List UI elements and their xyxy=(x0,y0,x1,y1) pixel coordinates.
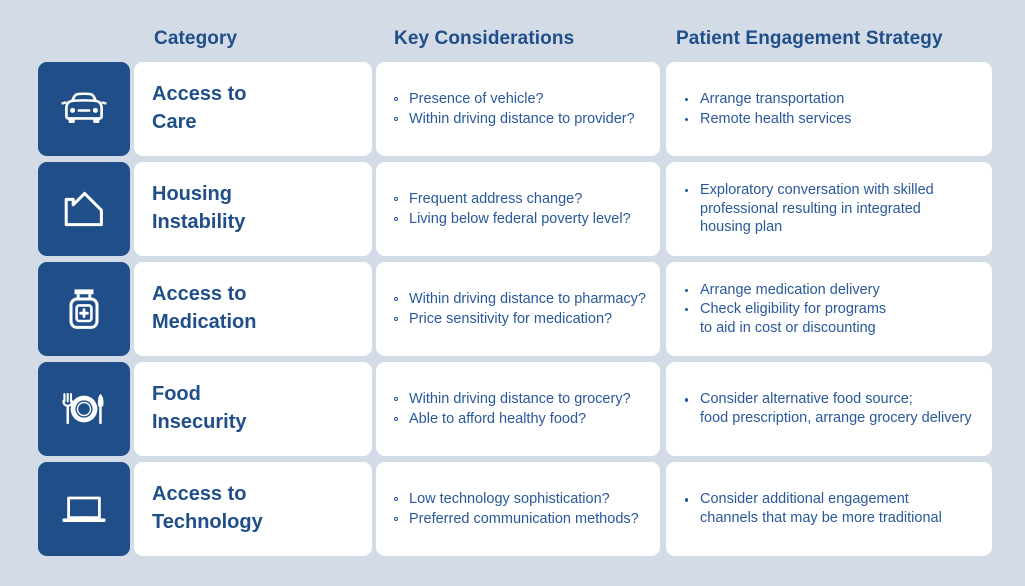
category-card-access-to-technology: Access to Technology xyxy=(134,462,372,556)
strategy-card-access-to-technology: Consider additional engagement channels … xyxy=(666,462,992,556)
considerations-card-access-to-care: Presence of vehicle? Within driving dist… xyxy=(376,62,660,156)
list-item: Low technology sophistication? xyxy=(392,490,648,509)
table-row: Access to Technology Low technology soph… xyxy=(38,462,992,556)
category-title: Access to Medication xyxy=(152,283,257,333)
list-item: Price sensitivity for medication? xyxy=(392,310,648,329)
considerations-card-access-to-technology: Low technology sophistication? Preferred… xyxy=(376,462,660,556)
list-item: Within driving distance to pharmacy? xyxy=(392,290,648,309)
category-card-food-insecurity: Food Insecurity xyxy=(134,362,372,456)
table-row: Access to Care Presence of vehicle? With… xyxy=(38,62,992,156)
strategy-card-access-to-medication: Arrange medication delivery Check eligib… xyxy=(666,262,992,356)
category-card-access-to-medication: Access to Medication xyxy=(134,262,372,356)
category-card-access-to-care: Access to Care xyxy=(134,62,372,156)
table-row: Access to Medication Within driving dist… xyxy=(38,262,992,356)
considerations-list: Frequent address change? Living below fe… xyxy=(392,189,648,229)
list-item: Living below federal poverty level? xyxy=(392,210,648,229)
considerations-card-housing-instability: Frequent address change? Living below fe… xyxy=(376,162,660,256)
car-icon xyxy=(59,89,109,129)
list-item: Arrange medication delivery xyxy=(684,281,980,300)
icon-tile-food-insecurity xyxy=(38,362,130,456)
icon-tile-access-to-technology xyxy=(38,462,130,556)
considerations-card-food-insecurity: Within driving distance to grocery? Able… xyxy=(376,362,660,456)
strategy-list: Arrange medication delivery Check eligib… xyxy=(684,280,980,339)
header-key-considerations: Key Considerations xyxy=(394,28,575,49)
list-item: Consider alternative food source; food p… xyxy=(684,390,980,427)
list-item: Within driving distance to provider? xyxy=(392,110,648,129)
strategy-list: Exploratory conversation with skilled pr… xyxy=(684,180,980,238)
considerations-list: Within driving distance to pharmacy? Pri… xyxy=(392,289,648,329)
house-icon xyxy=(62,188,106,230)
header-patient-engagement-strategy: Patient Engagement Strategy xyxy=(676,28,943,49)
strategy-list: Consider alternative food source; food p… xyxy=(684,389,980,428)
list-item: Consider additional engagement channels … xyxy=(684,490,980,527)
strategy-card-food-insecurity: Consider alternative food source; food p… xyxy=(666,362,992,456)
list-item: Remote health services xyxy=(684,110,980,129)
category-card-housing-instability: Housing Instability xyxy=(134,162,372,256)
category-title: Access to Technology xyxy=(152,483,263,533)
considerations-list: Presence of vehicle? Within driving dist… xyxy=(392,89,648,129)
strategy-card-access-to-care: Arrange transportation Remote health ser… xyxy=(666,62,992,156)
table-row: Housing Instability Frequent address cha… xyxy=(38,162,992,256)
category-title: Access to Care xyxy=(152,83,247,133)
list-item: Exploratory conversation with skilled pr… xyxy=(684,181,980,237)
list-item: Able to afford healthy food? xyxy=(392,410,648,429)
plate-fork-knife-icon xyxy=(58,388,110,430)
list-item: Arrange transportation xyxy=(684,90,980,109)
list-item: Presence of vehicle? xyxy=(392,90,648,109)
icon-tile-housing-instability xyxy=(38,162,130,256)
list-item: Within driving distance to grocery? xyxy=(392,390,648,409)
list-item: Check eligibility for programs to aid in… xyxy=(684,300,980,337)
category-title: Food Insecurity xyxy=(152,383,247,433)
considerations-card-access-to-medication: Within driving distance to pharmacy? Pri… xyxy=(376,262,660,356)
medicine-bottle-icon xyxy=(63,286,105,332)
icon-tile-access-to-care xyxy=(38,62,130,156)
list-item: Frequent address change? xyxy=(392,190,648,209)
header-category: Category xyxy=(154,28,238,49)
icon-tile-access-to-medication xyxy=(38,262,130,356)
considerations-list: Low technology sophistication? Preferred… xyxy=(392,489,648,529)
strategy-card-housing-instability: Exploratory conversation with skilled pr… xyxy=(666,162,992,256)
category-title: Housing Instability xyxy=(152,183,246,233)
laptop-icon xyxy=(59,490,109,528)
table-row: Food Insecurity Within driving distance … xyxy=(38,362,992,456)
strategy-list: Consider additional engagement channels … xyxy=(684,489,980,528)
column-headers: Category Key Considerations Patient Enga… xyxy=(0,28,1025,60)
strategy-list: Arrange transportation Remote health ser… xyxy=(684,89,980,129)
matrix-rows: Access to Care Presence of vehicle? With… xyxy=(38,62,992,556)
considerations-list: Within driving distance to grocery? Able… xyxy=(392,389,648,429)
list-item: Preferred communication methods? xyxy=(392,510,648,529)
